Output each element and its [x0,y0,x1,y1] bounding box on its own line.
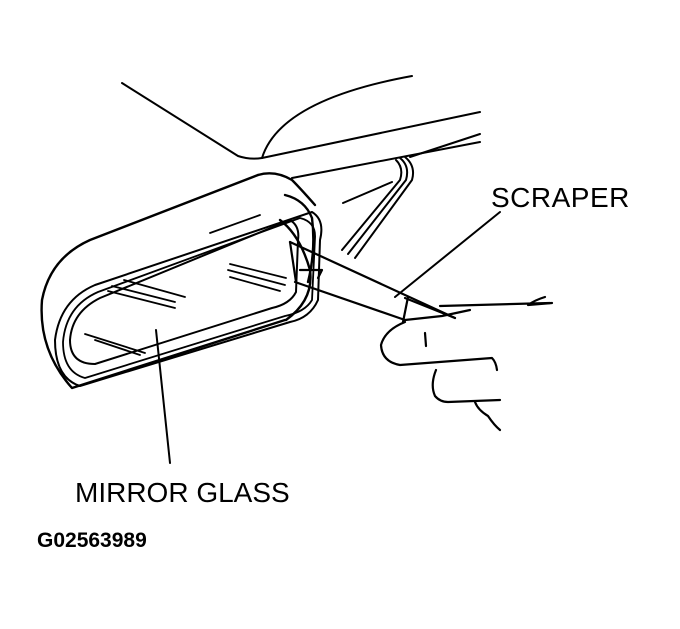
leader-lines [155,211,501,464]
scraper-tool [288,240,472,324]
mirror-glass-leader [155,329,171,464]
scraper-label: SCRAPER [491,182,630,213]
door-frame-lines [121,75,481,259]
figure-id: G02563989 [37,529,147,552]
scraper-leader [394,211,501,298]
glass-reflection-lines [84,214,287,356]
mirror-glass-label: MIRROR GLASS [75,477,290,508]
mirror-housing [40,172,323,390]
hand [379,295,554,432]
